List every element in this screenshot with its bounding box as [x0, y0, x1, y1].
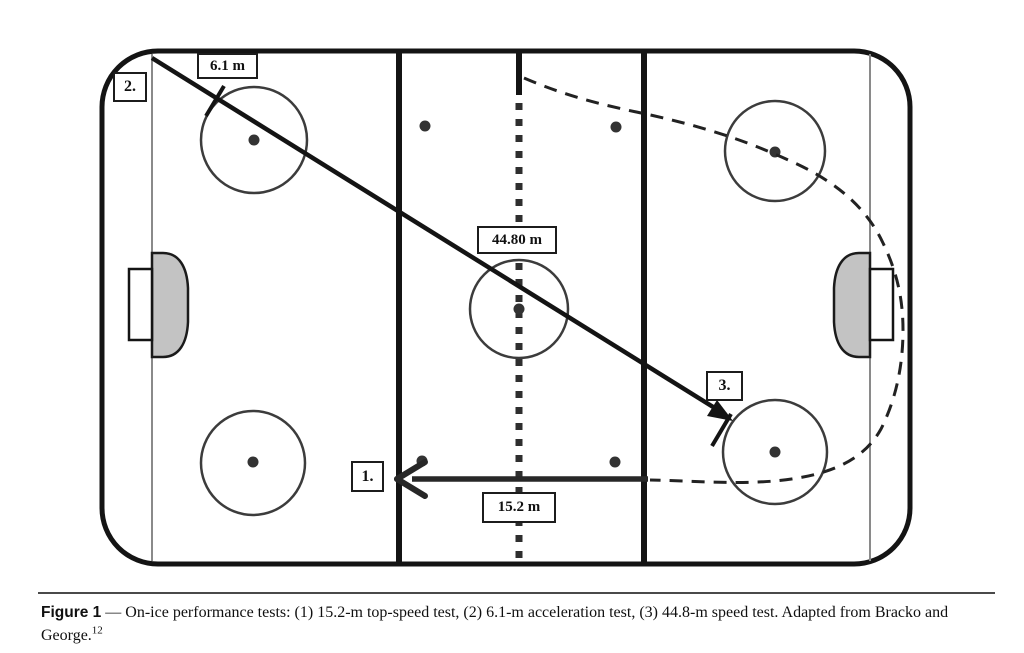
label-test1-text: 1. — [361, 467, 374, 485]
label-15-2m-text: 15.2 m — [497, 499, 541, 515]
goal-net-right — [868, 267, 895, 342]
neutral-dot-top-right — [610, 121, 622, 133]
diagonal-arrow-head — [707, 400, 733, 421]
faceoff-circle-bottom-right — [721, 398, 829, 506]
faceoff-dot-top-left — [248, 134, 260, 146]
center-circle — [468, 258, 570, 360]
faceoff-dot-bottom-right — [769, 446, 781, 458]
figure-caption-citation: 12 — [91, 624, 103, 637]
goal-crease-right — [832, 251, 872, 359]
speed-finish-tick — [710, 412, 733, 448]
figure-caption: Figure 1 — On-ice performance tests: (1)… — [41, 602, 989, 647]
faceoff-circle-bottom-left — [199, 409, 307, 517]
rink-boards — [99, 48, 913, 567]
label-distance-6-1m: 6.1 m — [197, 53, 258, 79]
goal-net-left — [127, 267, 154, 342]
label-6-1m-text: 6.1 m — [210, 57, 245, 74]
acceleration-finish-tick — [204, 84, 226, 118]
label-test1-marker: 1. — [351, 461, 384, 492]
topspeed-arrow-barb-upper — [394, 459, 428, 482]
neutral-dot-top-left — [419, 120, 431, 132]
diagonal-speed-arrow — [150, 56, 728, 417]
figure-caption-separator: — — [105, 604, 122, 621]
label-test3-marker: 3. — [706, 371, 743, 401]
label-44-80m-text: 44.80 m — [492, 231, 542, 248]
faceoff-circle-top-left — [199, 85, 309, 195]
topspeed-arrow-barb-lower — [394, 476, 428, 499]
figure-caption-label: Figure 1 — [41, 604, 102, 621]
skating-path-dashed — [523, 76, 905, 484]
faceoff-dot-bottom-left — [247, 456, 259, 468]
label-distance-15-2m: 15.2 m — [482, 492, 556, 523]
neutral-dot-bottom-right — [609, 456, 621, 468]
label-test2-text: 2. — [124, 78, 136, 95]
goal-crease-left — [150, 251, 190, 359]
center-faceoff-dot — [513, 303, 525, 315]
faceoff-circle-top-right — [723, 99, 827, 203]
caption-divider — [38, 592, 995, 594]
figure-caption-text: On-ice performance tests: (1) 15.2-m top… — [41, 604, 949, 644]
label-test2-marker: 2. — [113, 72, 147, 102]
label-distance-44-80m: 44.80 m — [477, 226, 557, 254]
label-test3-text: 3. — [718, 377, 731, 394]
